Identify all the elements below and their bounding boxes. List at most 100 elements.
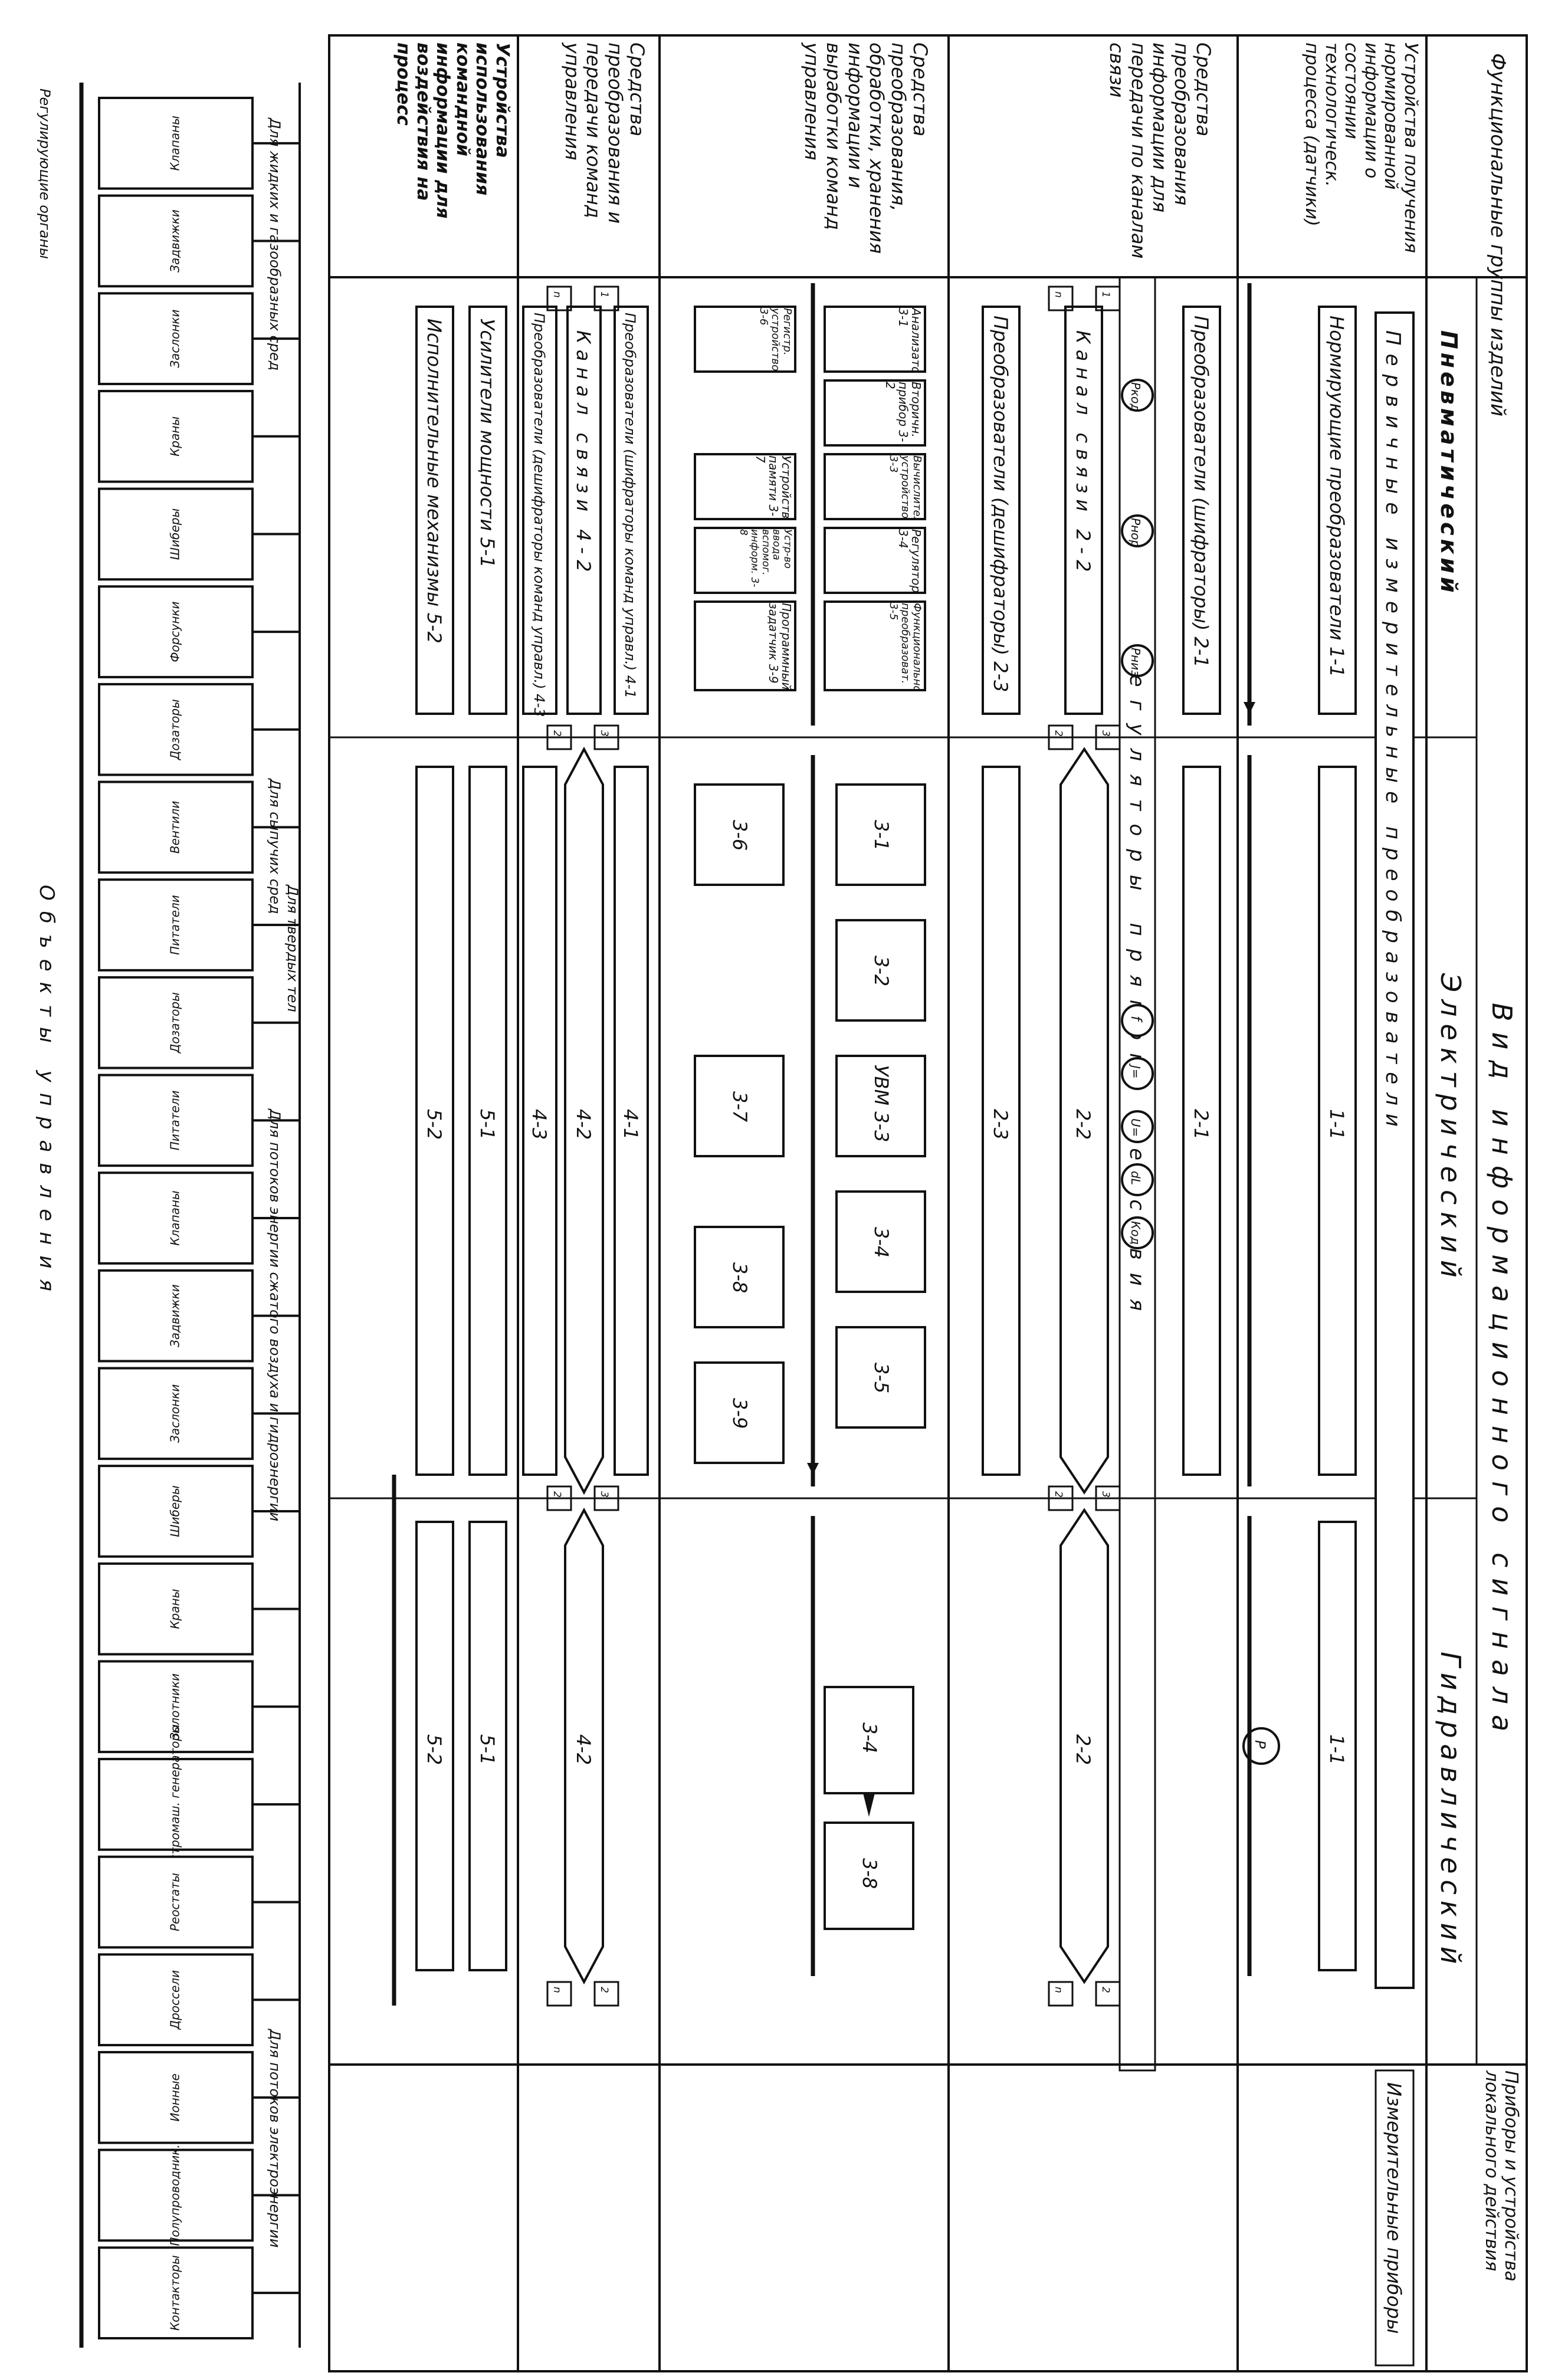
- pneu-fo-3-6: Регистр. устройство 3-6: [757, 308, 793, 370]
- hy-box-1-1: [1318, 1521, 1357, 1971]
- conv-sym-h-bot-d: [546, 1981, 572, 2007]
- pneu-text-2-1: Преобразователи (шифраторы) 2-1: [1190, 316, 1212, 668]
- pneu-box-3-9: [694, 600, 796, 691]
- el-box-3-7: [694, 1055, 785, 1157]
- flow-arrow-3: [863, 1793, 875, 1817]
- primary-band: [1375, 311, 1415, 1989]
- pneu-text-1-1: Нормирующие преобразователи 1-1: [1326, 316, 1348, 677]
- conv-sym-h-bot-d-text: n: [551, 1987, 563, 1993]
- conv-sym-eh-top-b-text: 2: [1052, 1491, 1064, 1498]
- row-label-4: Средства преобразования и передачи коман…: [560, 42, 648, 224]
- object-label: Золотники: [168, 1673, 182, 1740]
- hy-text-4-2: 4-2: [572, 1734, 595, 1765]
- pneu-sig-pnor: [1121, 514, 1154, 547]
- header-signal-kind: Вид информационного сигнала: [1486, 1003, 1518, 1742]
- pneu-fo-3-4: Регулятор 3-4: [896, 529, 923, 592]
- regulating-organs-label: Регулирующие органы: [37, 88, 53, 259]
- el-channel-2-2: [1059, 747, 1109, 1495]
- el-box-4-3: [522, 766, 557, 1476]
- el-box-5-1: [468, 766, 507, 1476]
- el-box-3-8: [694, 1226, 785, 1328]
- pneu-text-4-1: Преобразователи (шифраторы команд управл…: [622, 313, 638, 698]
- object-label: Заслонки: [168, 310, 182, 368]
- pneu-box-3-2: [824, 379, 926, 447]
- el-text-2-2: 2-2: [1072, 1109, 1094, 1140]
- pneu-text-3-6: Регистр. устройство 3-6: [757, 308, 793, 370]
- el-box-2-1: [1182, 766, 1221, 1476]
- direct-regulators-band: [1118, 276, 1156, 2072]
- pneu-fo-3-8: Устр-во ввода вспомог. информ. 3-8: [737, 529, 793, 587]
- el-sig-j-text: J=: [1129, 1063, 1143, 1079]
- row-label-1-box: Устройства получения нормированной инфор…: [1301, 42, 1421, 253]
- el-text-3-2: 3-2: [870, 956, 893, 986]
- pneu-box-3-3: [824, 453, 926, 520]
- row-label-1: Устройства получения нормированной инфор…: [1301, 42, 1421, 253]
- object-label: Краны: [168, 1589, 182, 1629]
- pneu-text-3-1: Анализатор 3-1: [896, 308, 923, 370]
- hy-channel-2-2: [1059, 1508, 1109, 1984]
- el-sig-dl-text: dL: [1129, 1171, 1143, 1185]
- object-label: Заслонки: [168, 1384, 182, 1443]
- pneu-text-3-7: Устройство памяти 3-7: [753, 455, 793, 518]
- el-text-1-1: 1-1: [1326, 1109, 1348, 1140]
- conv-sym-eh-bot-b-text: 2: [551, 1491, 563, 1498]
- pneu-box-2-2: [1064, 306, 1103, 715]
- pneu-text-5-1: Усилители мощности 5-1: [476, 319, 498, 568]
- pneu-text-5-2: Исполнительные механизмы 5-2: [423, 319, 445, 644]
- diagram-rotated: Функциональные группы изделий Вид информ…: [35, 34, 1528, 2372]
- group-liquid-label: Для жидких и газообразных сред: [267, 117, 283, 370]
- header-group-title: Функциональные группы изделий: [1486, 53, 1510, 416]
- hy-box-5-2: [415, 1521, 454, 1971]
- el-box-4-1: [614, 766, 649, 1476]
- el-sig-u: [1121, 1110, 1154, 1143]
- hy-sig-p: [1242, 1727, 1280, 1765]
- hy-text-5-1: 5-1: [476, 1734, 498, 1765]
- hy-text-3-8: 3-8: [858, 1858, 881, 1889]
- pneu-text-3-2: Вторичн. прибор 3-2: [883, 382, 923, 442]
- el-text-3-9: 3-9: [729, 1398, 751, 1429]
- el-box-3-1: [835, 783, 926, 886]
- el-text-3-5: 3-5: [870, 1363, 893, 1393]
- pneu-box-3-5: [824, 600, 926, 691]
- pneu-fo-3-7: Устройство памяти 3-7: [753, 455, 793, 518]
- header-pneumatic: Пневматический: [1436, 330, 1462, 596]
- el-text-5-2: 5-2: [423, 1109, 445, 1140]
- signal-flow: [392, 283, 1255, 2006]
- primary-band-label: Первичные измерительные преобразователи: [1381, 330, 1405, 1135]
- pneu-sig-pniz: [1121, 644, 1154, 677]
- el-box-3-4: [835, 1190, 926, 1293]
- header-hydraulic: Гидравлический: [1435, 1652, 1467, 1970]
- object-label: Дроссели: [168, 1970, 182, 2030]
- el-text-5-1: 5-1: [476, 1109, 498, 1140]
- el-text-3-1: 3-1: [870, 820, 893, 851]
- row-label-5-box: Устройства использования командной инфор…: [393, 42, 512, 219]
- direct-regulators-label: регуляторы прямого действия: [1125, 648, 1149, 1324]
- el-box-3-2: [835, 919, 926, 1022]
- object-label: Клапаны: [168, 116, 182, 170]
- pneu-sig-pkod: [1121, 379, 1154, 412]
- el-text-4-2: 4-2: [572, 1109, 595, 1140]
- pneu-fo-3-2: Вторичн. прибор 3-2: [883, 382, 923, 442]
- object-label: Задвижки: [168, 1284, 182, 1347]
- conv-sym-pneu-bot-a-text: 1: [598, 291, 610, 298]
- el-sig-kod-text: Код: [1129, 1221, 1143, 1245]
- pneu-box-4-1: [614, 306, 649, 715]
- measuring-label: Измерительные приборы: [1383, 2082, 1405, 2334]
- conv-sym-eh-top-c: [1095, 1485, 1121, 1511]
- pneu-box-4-2: [566, 306, 602, 715]
- pneu-fo-3-1: Анализатор 3-1: [896, 308, 923, 370]
- pneu-box-3-8: [694, 527, 796, 594]
- object-label: Питатели: [168, 1091, 182, 1151]
- pneu-fo-3-9: Программный задатчик 3-9: [766, 603, 793, 689]
- object-label: Ионные: [168, 2073, 182, 2121]
- el-sig-j: [1121, 1057, 1154, 1090]
- conv-sym-pneu-top-d-text: n: [1052, 291, 1064, 298]
- pneu-text-2-2: Канал связи 2-2: [1072, 330, 1094, 577]
- el-sig-dl: [1121, 1163, 1154, 1196]
- el-channel-4-2: [564, 746, 604, 1495]
- el-box-5-2: [415, 766, 454, 1476]
- pneu-text-4-3: Преобразователи (дешифраторы команд упра…: [531, 313, 547, 717]
- pneu-box-5-1: [468, 306, 507, 715]
- conv-sym-pe-bot-b-text: 2: [551, 730, 563, 737]
- object-label: Дозаторы: [168, 992, 182, 1054]
